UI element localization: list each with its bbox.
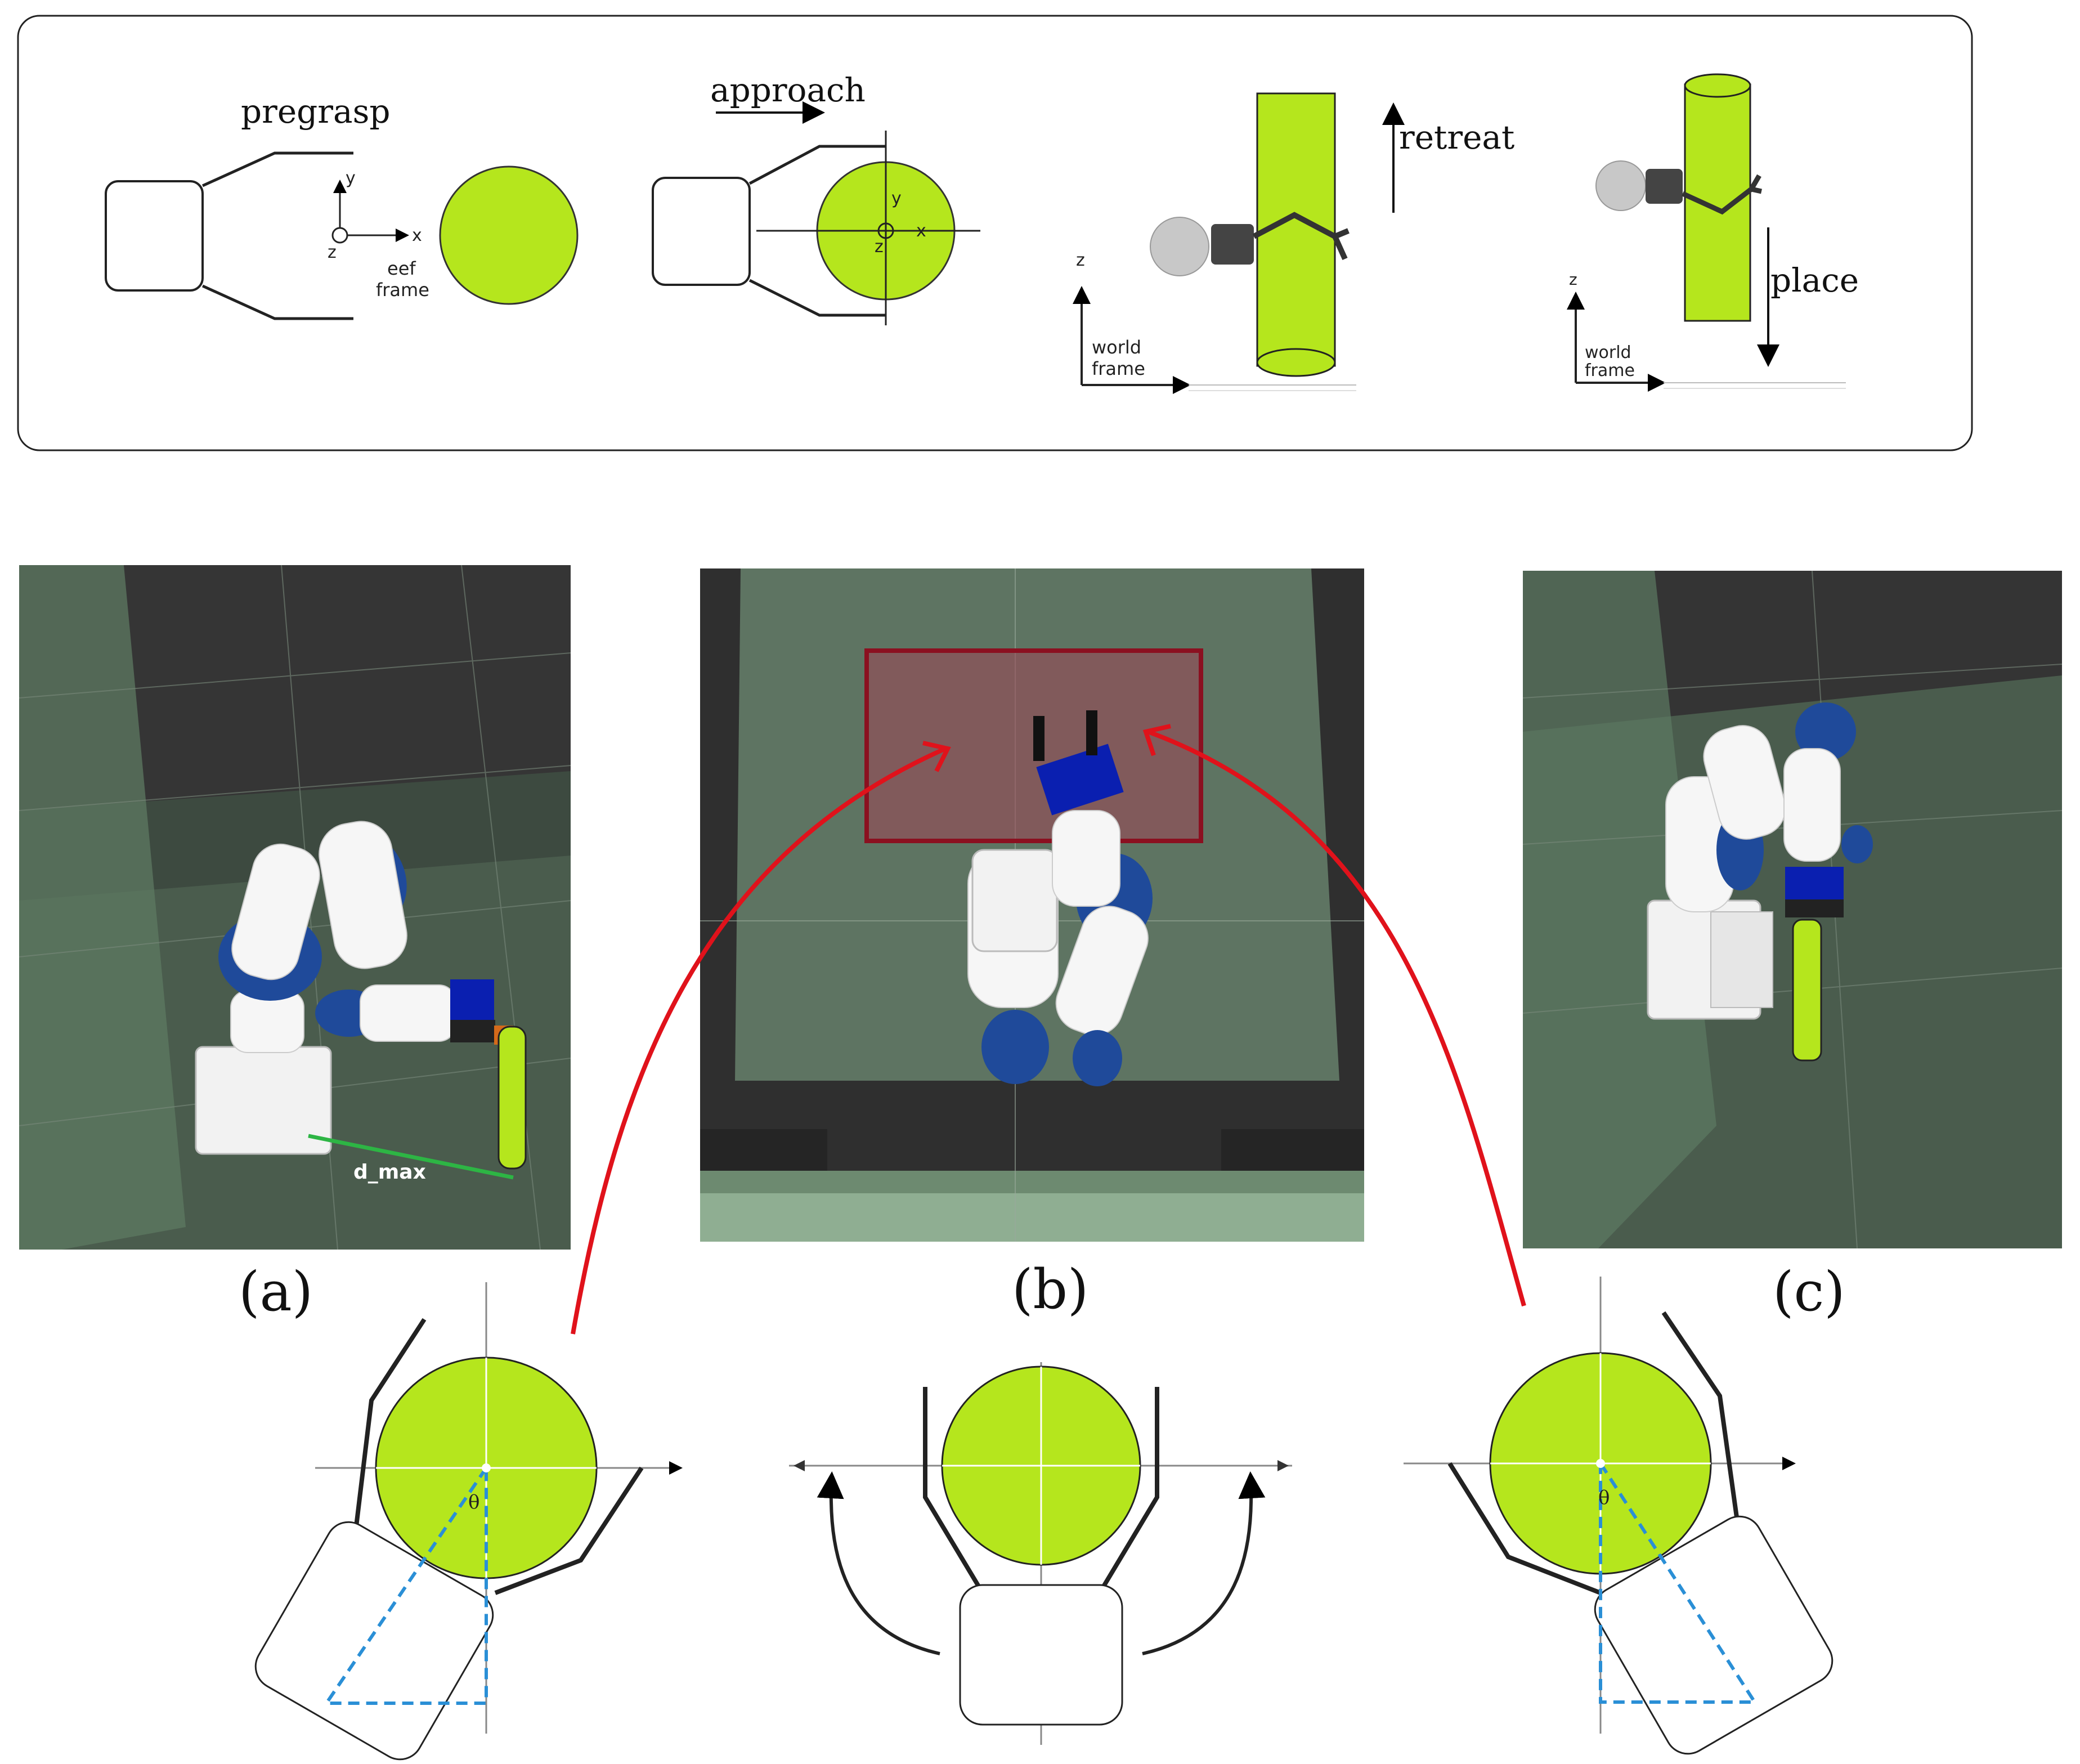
gripper-fingers [748,145,886,317]
d-max-line [308,1134,514,1180]
wrist-sphere [1150,217,1209,276]
robot-arm-a [195,821,513,1155]
robot-arm-b [967,710,1153,1086]
approach-axis-y: y [891,189,902,208]
label-b: (b) [1012,1258,1088,1321]
rotate-arrow-left [817,1471,940,1655]
world-frame-label-2-line2: frame [1585,361,1635,380]
world-frame-label-line2: frame [1092,358,1145,379]
pregrasp-diagram: pregrasp y x z eef frame [105,92,579,320]
place-diagram: place z world frame [1567,73,1859,392]
approach-diagram: approach y x z [652,71,980,325]
robot-arm-c [1647,702,1873,1020]
gripper-body [105,180,204,292]
rotate-arrow-right [1142,1471,1266,1655]
theta-right: θ [1598,1487,1610,1509]
world-axis-z: z [1076,250,1085,270]
grasp-diagram-right: θ [1404,1277,1834,1755]
cylinder-object-c [1792,919,1822,1062]
retreat-diagram: retreat z world frame [1073,92,1514,394]
pregrasp-label: pregrasp [241,92,391,131]
place-label: place [1770,261,1859,299]
world-frame-axes-2: z world frame [1567,270,1846,392]
approach-axis-z: z [875,237,884,257]
eef-frame-label-line2: frame [376,279,429,301]
approach-axis-x: x [916,221,926,241]
eef-frame-axes: y x z eef frame [328,168,429,301]
object-circle [439,165,579,305]
gripper-block [1646,169,1683,204]
grasp-diagram-center [789,1362,1292,1745]
eef-axis-x: x [412,226,422,245]
world-axis-z-2: z [1569,270,1577,289]
d-max-label: d_max [353,1161,426,1184]
theta-construction [323,1467,488,1705]
eef-frame-label-line1: eef [387,258,416,279]
screen-c [1522,570,2063,1249]
gripper-a [450,979,494,1021]
gripper-b [1036,744,1124,816]
theta-construction [1599,1462,1758,1704]
world-frame-label-line1: world [1092,337,1141,358]
gripper-fingers [1682,174,1762,215]
wrist-sphere [1595,160,1646,211]
screen-a: d_max [19,565,571,1250]
gripper-fingers [1252,212,1350,261]
object-cylinder [1684,83,1751,322]
label-a: (a) [239,1260,313,1323]
cylinder-object-a [497,1026,527,1170]
world-frame-axes: z world frame [1073,250,1356,394]
top-panel: pregrasp y x z eef frame approach [17,15,1973,451]
gripper-body [1594,1515,1834,1755]
gripper-block [1211,224,1254,265]
gripper-body [254,1521,494,1761]
gripper-body [652,177,751,286]
gripper-fingers [201,151,353,320]
gripper-c [1785,867,1844,902]
gripper-fingers [923,1387,1159,1589]
eef-axis-y: y [346,168,356,188]
red-arrow-left [571,746,947,1335]
eef-axis-z: z [328,243,337,262]
retreat-label: retreat [1399,118,1514,156]
red-arrow-right [1147,729,1526,1307]
gripper-fingers [1447,1311,1740,1595]
label-c: (c) [1773,1260,1845,1323]
theta-left: θ [468,1491,479,1514]
grasp-diagram-left: θ [254,1282,683,1761]
screen-b [571,568,1526,1335]
gripper-body [959,1584,1123,1726]
world-frame-label-2-line1: world [1585,343,1631,362]
approach-label: approach [710,71,866,109]
gripper-fingers [353,1318,644,1595]
